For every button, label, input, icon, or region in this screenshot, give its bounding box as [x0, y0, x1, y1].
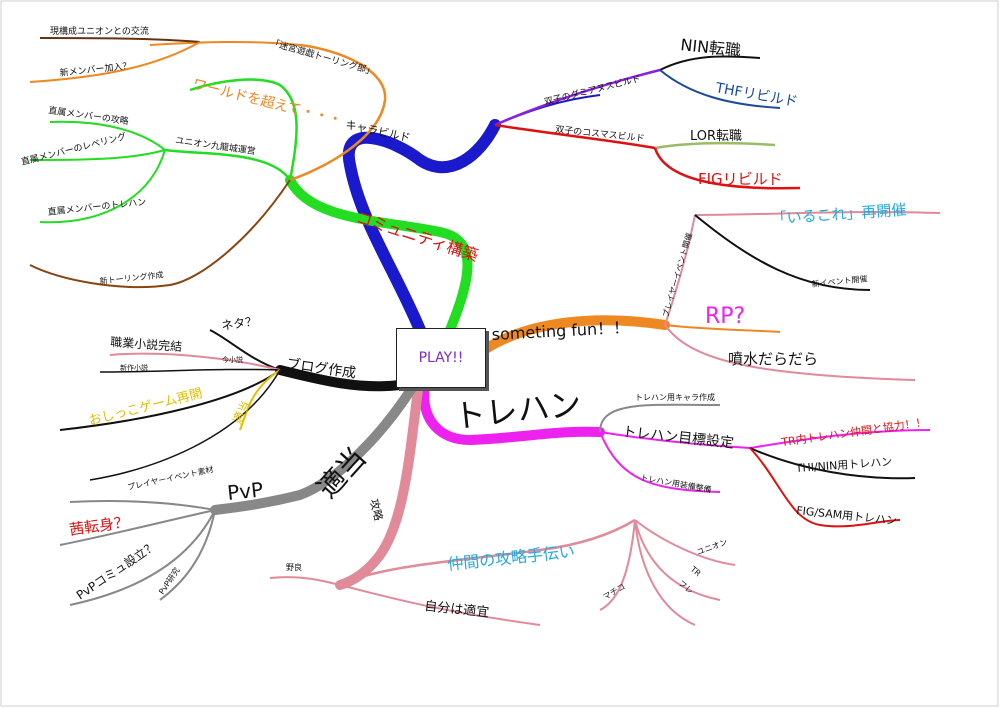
branch-pvp-comm-line [69, 509, 216, 606]
branch-rp-line [664, 324, 781, 333]
branch-fig-sam-line [749, 447, 901, 528]
branch-existing-union-line [39, 37, 201, 43]
branch-tekitou2-line [239, 369, 281, 431]
branch-nin-line [659, 55, 761, 71]
label-pvp: PvP [226, 477, 264, 505]
label-strategy: 攻略 [367, 497, 386, 522]
label-existing-union: 現構成ユニオンとの交流 [50, 25, 149, 37]
label-nora: 野良 [286, 562, 302, 572]
branch-fig-line [653, 147, 801, 190]
branch-beyond-world-line [189, 78, 298, 181]
branch-blog-trunk [275, 365, 405, 392]
branch-nora-line [269, 576, 341, 586]
label-kyou-novel: 今小説 [222, 355, 243, 364]
branch-self-line [339, 584, 541, 626]
branch-player-event-line [664, 214, 696, 326]
branch-iru-kore-line [694, 211, 941, 216]
branch-new-novel-line [99, 368, 281, 373]
branch-fure-line [634, 519, 696, 626]
branch-touring-line2 [149, 40, 301, 46]
label-fig: FIGリビルド [698, 170, 783, 188]
branch-tr-line [634, 519, 721, 601]
branch-member-strategy-line [49, 120, 166, 151]
center-node[interactable]: PLAY!! [396, 328, 486, 388]
branch-member-leveling-line [29, 149, 166, 161]
branch-lor-line [654, 141, 776, 150]
branch-something-fun-trunk [479, 315, 670, 355]
branch-novel-line [109, 352, 281, 371]
branch-neta-line [209, 329, 281, 371]
label-rp: RP? [705, 304, 745, 329]
branch-union-line [164, 148, 292, 181]
branch-tr-coop-line [749, 429, 931, 449]
branch-chara-make-line [599, 403, 721, 433]
branch-pvp-extra-line [69, 499, 216, 511]
branch-thi-nin-line [749, 447, 916, 480]
branch-touring-line [289, 43, 387, 182]
branch-thf-line [659, 69, 781, 109]
branch-goal-line [599, 431, 751, 449]
label-neta: ネタ？ [220, 314, 258, 333]
branch-new-touring-line [29, 179, 291, 289]
branch-twin-cosmos-line [494, 123, 656, 150]
branch-player-material-line [89, 369, 281, 481]
label-novel: 職業小説完結 [110, 334, 183, 354]
label-lor: LOR転職 [690, 129, 742, 144]
center-node-label: PLAY!! [418, 350, 464, 366]
branch-new-member-line [29, 41, 201, 83]
branch-pvp-study-line [159, 509, 216, 601]
branch-help-line [339, 518, 636, 587]
branch-tekitou-trunk [210, 383, 417, 515]
label-new-novel: 新作小説 [120, 363, 148, 372]
branch-akane-line [59, 509, 216, 546]
branch-funsui-line [664, 324, 916, 381]
branch-new-event-line [694, 214, 871, 291]
branch-union-strategy-line [634, 519, 736, 566]
label-self: 自分は適宜 [424, 598, 490, 621]
branch-trehun-trunk [419, 380, 605, 446]
branch-member-trehun-line [39, 149, 166, 224]
branch-macchi-line [599, 519, 636, 611]
branch-community-trunk [285, 175, 473, 335]
branch-oshikko-line [59, 369, 281, 431]
branch-equip-line [599, 431, 721, 493]
label-funsui: 噴水だらだら [728, 350, 818, 368]
label-chara-make: トレハン用キャラ作成 [635, 392, 715, 402]
branch-twin-dami-line [494, 68, 661, 127]
